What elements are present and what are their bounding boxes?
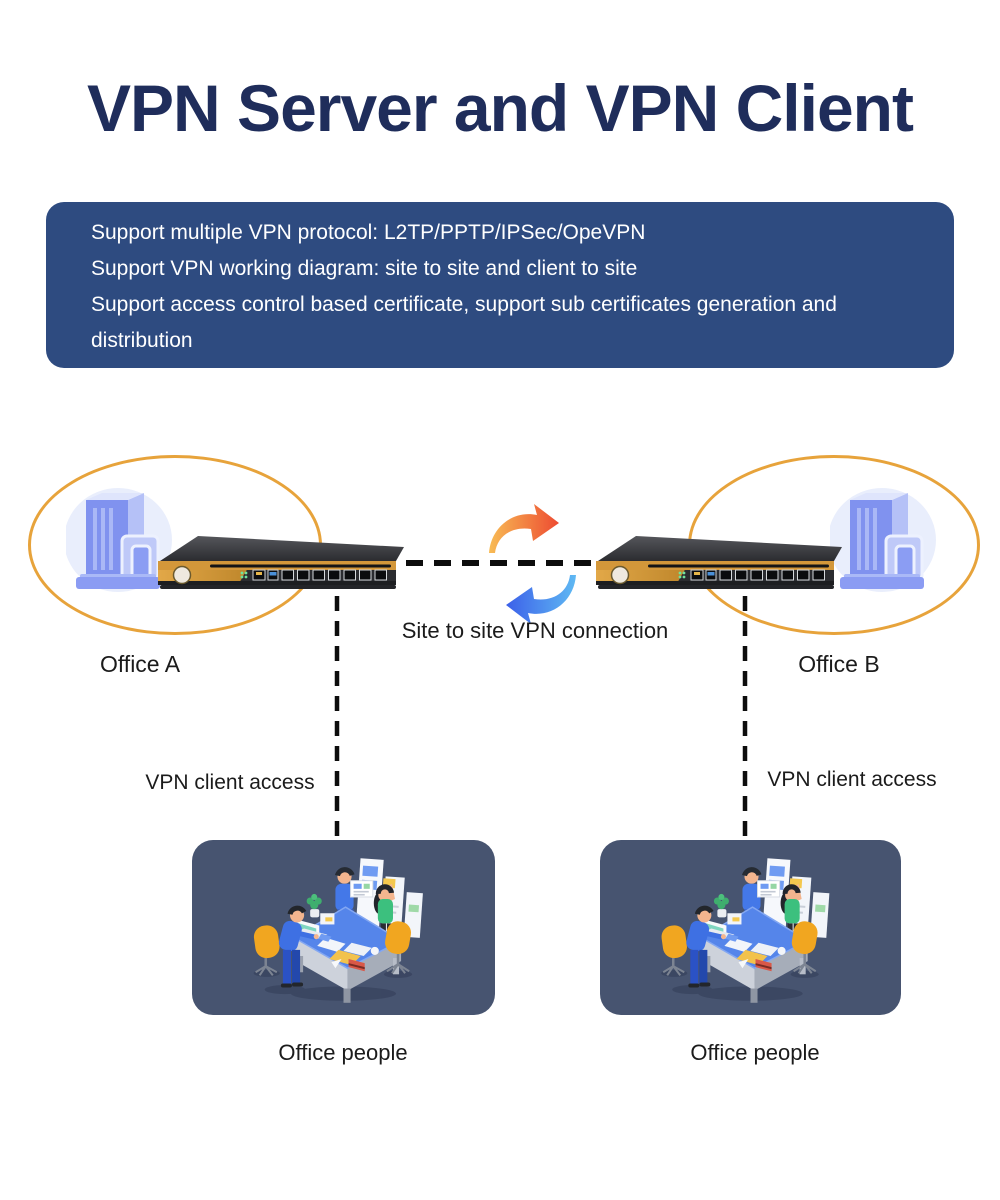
page-title: VPN Server and VPN Client: [87, 71, 914, 145]
office-people-label-right: Office people: [690, 1040, 820, 1065]
vpn-client-access-label-left: VPN client access: [145, 771, 315, 794]
office-people-illustration: [600, 840, 901, 1015]
office-people-illustration: [192, 840, 495, 1015]
vpn-router-device: [152, 527, 404, 593]
office-people-label-left: Office people: [278, 1040, 408, 1065]
office-b-label: Office B: [798, 651, 880, 677]
site-connection-label: Site to site VPN connection: [401, 618, 669, 643]
sync-arrows-icon: [489, 504, 576, 624]
vpn-client-access-label-right: VPN client access: [767, 768, 937, 791]
feature-item-protocols: Support multiple VPN protocol: L2TP/PPTP…: [91, 221, 646, 244]
feature-item-access-control: Support access control based certificate…: [91, 293, 837, 352]
vpn-router-device: [590, 527, 842, 593]
office-people-card-left: [192, 840, 495, 1015]
building-icon: [830, 482, 942, 596]
office-a-label: Office A: [99, 651, 181, 677]
office-people-card-right: [600, 840, 901, 1015]
feature-item-working-diagram: Support VPN working diagram: site to sit…: [91, 257, 638, 280]
feature-box: Support multiple VPN protocol: L2TP/PPTP…: [46, 202, 954, 368]
